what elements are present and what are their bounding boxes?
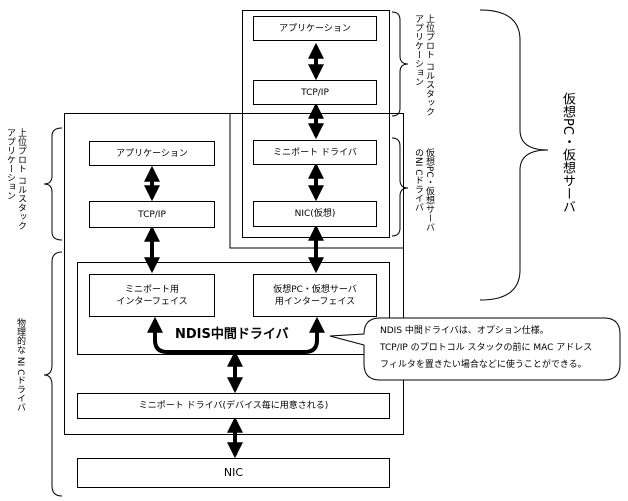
callout-line-1: NDIS 中間ドライバは、オプション仕様。 [380, 326, 549, 336]
callout-text: NDIS 中間ドライバは、オプション仕様。 TCP/IP のプロトコル スタック… [380, 323, 592, 374]
callout-line-3: フィルタを置きたい場合などに使うことができる。 [380, 360, 587, 370]
label-upper-protocol-right: 上位プロト コルスタック アプリケーション [413, 14, 434, 116]
callout-line-2: TCP/IP のプロトコル スタックの前に MAC アドレス [380, 343, 593, 353]
nic-physical-box: NIC [77, 458, 390, 488]
brace-physical-nic-driver [43, 251, 63, 497]
ndis-u-arrow [147, 316, 325, 354]
brace-upper-protocol-right [391, 11, 409, 117]
miniport-driver-box-bottom: ミニポート ドライバ(デバイス毎に用意される) [77, 393, 390, 419]
tcpip-box-right: TCP/IP [253, 80, 377, 105]
brace-virtual-pc-server [479, 9, 549, 301]
nic-virtual-box: NIC(仮想) [253, 201, 377, 227]
label-physical-nic-driver: 物理的な NI Cドライバ [15, 318, 25, 412]
miniport-interface-box: ミニポート用 インターフェイス [89, 274, 215, 317]
label-upper-protocol-left: 上位プロト コルスタック アプリケーション [5, 128, 26, 230]
callout-bubble [329, 317, 621, 381]
step-outline [229, 113, 404, 249]
ndis-title: NDIS中間ドライバ [175, 327, 289, 342]
brace-virtual-nic-driver [391, 137, 409, 237]
application-box-left: アプリケーション [89, 141, 215, 166]
brace-upper-protocol-left [43, 127, 63, 241]
miniport-driver-box-right: ミニポート ドライバ [253, 140, 377, 165]
label-virtual-nic-driver: 仮想PC・仮想サーバ のNI Cドライバ [413, 148, 434, 232]
tcpip-box-left: TCP/IP [89, 201, 215, 228]
label-virtual-pc-server: 仮想PC・仮想サーバ [560, 92, 575, 213]
application-box-right: アプリケーション [253, 16, 377, 41]
virtual-pc-interface-box: 仮想PC・仮想サーバ 用インターフェイス [253, 274, 377, 317]
